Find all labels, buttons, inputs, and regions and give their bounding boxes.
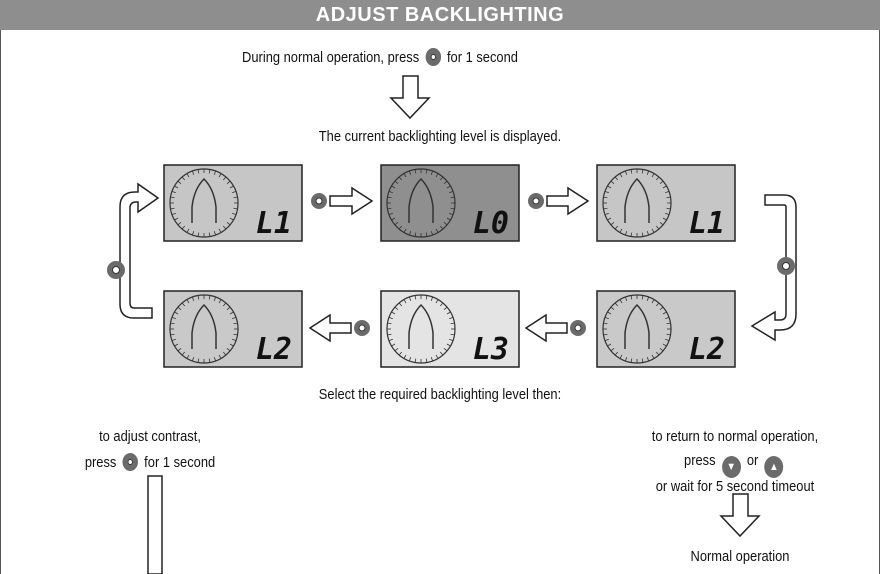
section-header: ADJUST BACKLIGHTING [0, 0, 880, 30]
select-button-icon [425, 48, 441, 66]
continuation-bar [147, 475, 163, 574]
down-arrow-icon [389, 75, 431, 120]
contrast-line2: press for 1 second [55, 453, 244, 472]
select-level-text: Select the required backlighting level t… [318, 386, 562, 403]
transition-arrow-icon [528, 186, 590, 216]
return-line2: press ▼ or ▲ [619, 452, 851, 478]
contrast-line1: to adjust contrast, [99, 428, 201, 445]
contrast-after-text: for 1 second [144, 454, 216, 471]
intro-instruction: During normal operation, press for 1 sec… [217, 48, 544, 67]
lcd-panel: L0 [380, 164, 520, 242]
level-label: L1 [256, 206, 292, 241]
current-level-text: The current backlighting level is displa… [318, 128, 562, 145]
left-loop-arrow-icon [107, 182, 160, 319]
transition-arrow-icon [524, 313, 586, 343]
return-press-text: press [684, 452, 716, 469]
contrast-press-text: press [84, 454, 117, 471]
return-or-text: or [746, 452, 759, 469]
intro-text-after: for 1 second [446, 49, 518, 66]
lcd-panel: L1 [596, 164, 736, 242]
intro-text-before: During normal operation, press [242, 49, 420, 66]
up-button-icon: ▲ [764, 456, 784, 478]
level-label: L0 [473, 206, 509, 241]
level-label: L3 [473, 332, 509, 367]
down-arrow-icon [719, 493, 761, 538]
return-line1: to return to normal operation, [651, 428, 819, 445]
level-label: L2 [256, 332, 292, 367]
down-button-icon: ▼ [721, 456, 741, 478]
transition-arrow-icon [308, 313, 370, 343]
lcd-panel: L2 [596, 290, 736, 368]
right-loop-arrow-icon [750, 194, 797, 342]
level-label: L1 [689, 206, 725, 241]
level-label: L2 [689, 332, 725, 367]
select-button-icon [122, 453, 139, 471]
normal-operation-text: Normal operation [690, 548, 790, 565]
lcd-panel: L3 [380, 290, 520, 368]
return-line3: or wait for 5 second timeout [655, 478, 815, 495]
lcd-panel: L1 [163, 164, 303, 242]
lcd-panel: L2 [163, 290, 303, 368]
transition-arrow-icon [311, 186, 374, 216]
